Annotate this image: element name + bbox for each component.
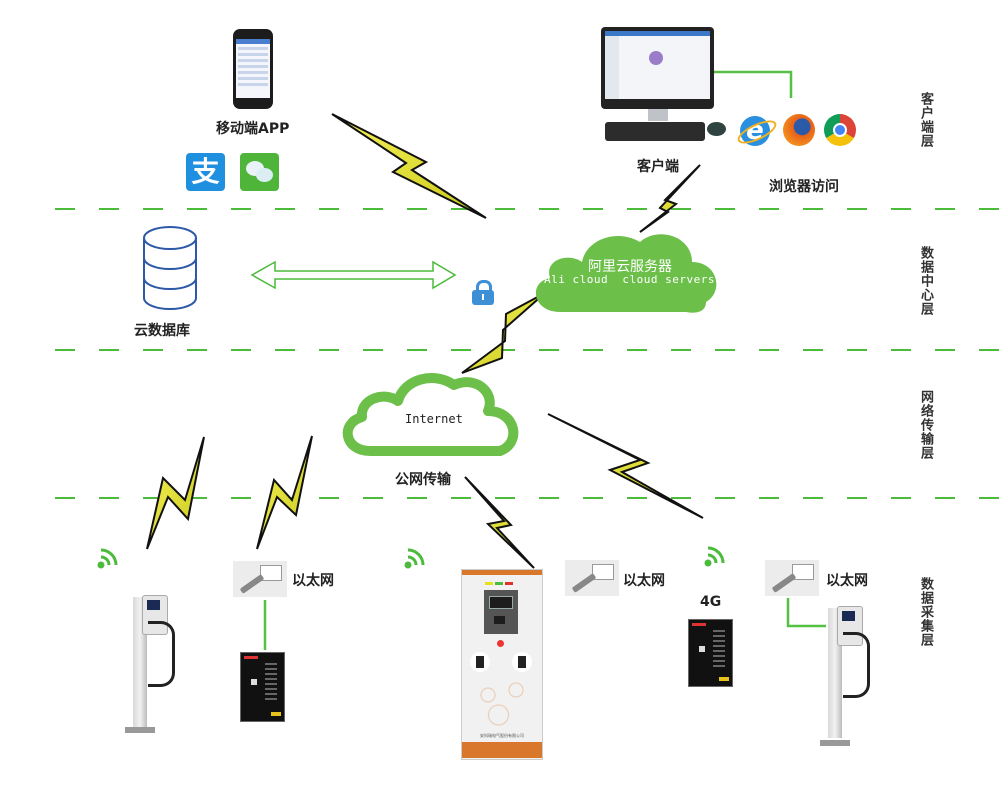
ethernet-port-icon [233,561,287,597]
ac-charging-pile [122,595,177,735]
mobile-app-label: 移动端APP [216,121,290,137]
mouse-image [707,122,726,136]
dc-charging-cabinet: 安科瑞电气股份有限公司 [461,569,543,760]
public-network-label: 公网传输 [395,472,451,488]
layer-label-collection: 数据采集层 [918,577,933,647]
4g-label: 4G [700,594,722,610]
wireless-link-bolt [461,292,546,374]
ie-icon: e [734,114,780,149]
data-collector-device [240,652,285,722]
wireless-link-bolt [146,436,205,550]
wireless-link-bolt [639,164,701,233]
monitor-stand [648,109,668,121]
lock-icon [472,280,494,305]
pc-browser-connector [713,70,793,98]
alipay-icon: 支 [186,153,225,191]
ethernet-label-2: 以太网 [623,573,665,589]
chrome-icon [824,114,856,146]
layer-label-client: 客户端层 [918,92,933,148]
wifi-icon [703,543,729,569]
client-label: 客户端 [637,159,679,175]
ali-cloud-server [535,234,717,313]
cloud-server-label-en: Ali cloud cloud servers [544,273,715,286]
wireless-link-bolt [256,435,313,550]
ethernet-port-icon [565,560,619,596]
wifi-icon [403,545,429,571]
keyboard-image [605,122,705,141]
mobile-phone-image [233,29,273,109]
ethernet-label-3: 以太网 [826,573,868,589]
layer-label-network: 网络传输层 [918,390,933,460]
ac-charging-pile [818,606,873,748]
desktop-monitor-image [601,27,714,109]
cabinet-maker-label: 安科瑞电气股份有限公司 [480,733,524,738]
ethernet-connector [786,598,826,628]
internet-cloud [342,373,519,456]
wireless-link-bolt [331,113,487,219]
cloud-database-icon [143,226,197,310]
wechat-icon [240,153,279,191]
ethernet-port-icon [765,560,819,596]
wireless-link-bolt [464,476,535,569]
4g-data-collector-device [688,619,733,687]
firefox-icon [783,114,815,146]
layer-label-datacenter: 数据中心层 [918,246,933,316]
wireless-link-bolt [547,413,704,519]
cloud-database-label: 云数据库 [134,323,190,339]
browser-access-label: 浏览器访问 [769,179,839,195]
cloud-server-label-cn: 阿里云服务器 [588,259,672,275]
database-sync-arrow [250,260,457,290]
ethernet-label-1: 以太网 [292,573,334,589]
wifi-icon [96,545,122,571]
internet-label: Internet [405,412,463,426]
